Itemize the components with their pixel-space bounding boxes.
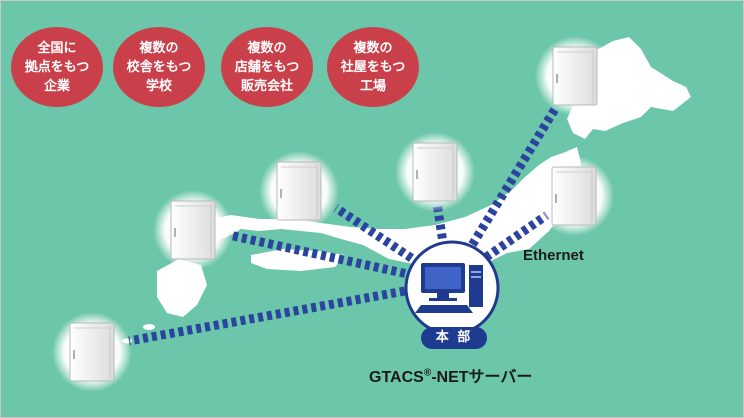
bubble-multi-store-retailers: 複数の 店舗をもつ 販売会社 — [221, 27, 313, 107]
bubble-line: 社屋をもつ — [340, 59, 406, 75]
bubble-multi-site-factories: 複数の 社屋をもつ 工場 — [327, 27, 419, 107]
server-node-tohoku — [534, 156, 614, 236]
bubble-line: 企業 — [43, 78, 70, 94]
server-node-central-west — [259, 151, 339, 231]
hq-badge: 本 部 — [421, 327, 487, 349]
bubble-line: 学校 — [145, 78, 172, 94]
registered-mark: ® — [423, 367, 432, 379]
bubble-line: 校舎をもつ — [126, 59, 192, 75]
hq-node — [404, 240, 500, 336]
server-name-prefix: GTACS — [369, 369, 424, 386]
server-node-kyushu — [52, 312, 132, 392]
server-name-suffix: -NETサーバー — [431, 369, 533, 386]
server-node-west — [153, 190, 233, 270]
server-cabinet-icon — [551, 166, 597, 226]
bubble-line: 複数の — [139, 40, 179, 56]
bubble-line: 店舗をもつ — [234, 59, 300, 75]
link-hokkaido — [445, 106, 559, 286]
bubble-multi-campus-schools: 複数の 校舎をもつ 学校 — [113, 27, 205, 107]
bubble-line: 工場 — [359, 78, 386, 94]
server-cabinet-icon — [552, 46, 598, 106]
bubble-nationwide-companies: 全国に 拠点をもつ 企業 — [11, 27, 103, 107]
bubble-line: 全国に — [37, 40, 77, 56]
bubble-line: 複数の — [353, 40, 393, 56]
bubble-line: 複数の — [247, 40, 287, 56]
hq-computer-icon — [415, 263, 483, 313]
server-cabinet-icon — [170, 200, 216, 260]
link-kyushu — [128, 278, 450, 346]
ethernet-label: Ethernet — [523, 247, 584, 264]
bubble-line: 拠点をもつ — [24, 59, 90, 75]
bubble-line: 販売会社 — [240, 78, 293, 94]
server-cabinet-icon — [69, 322, 115, 382]
server-node-central — [395, 132, 475, 212]
server-cabinet-icon — [412, 142, 458, 202]
server-name-label: GTACS®-NETサーバー — [369, 363, 532, 387]
server-node-hokkaido — [535, 36, 615, 116]
server-cabinet-icon — [276, 161, 322, 221]
